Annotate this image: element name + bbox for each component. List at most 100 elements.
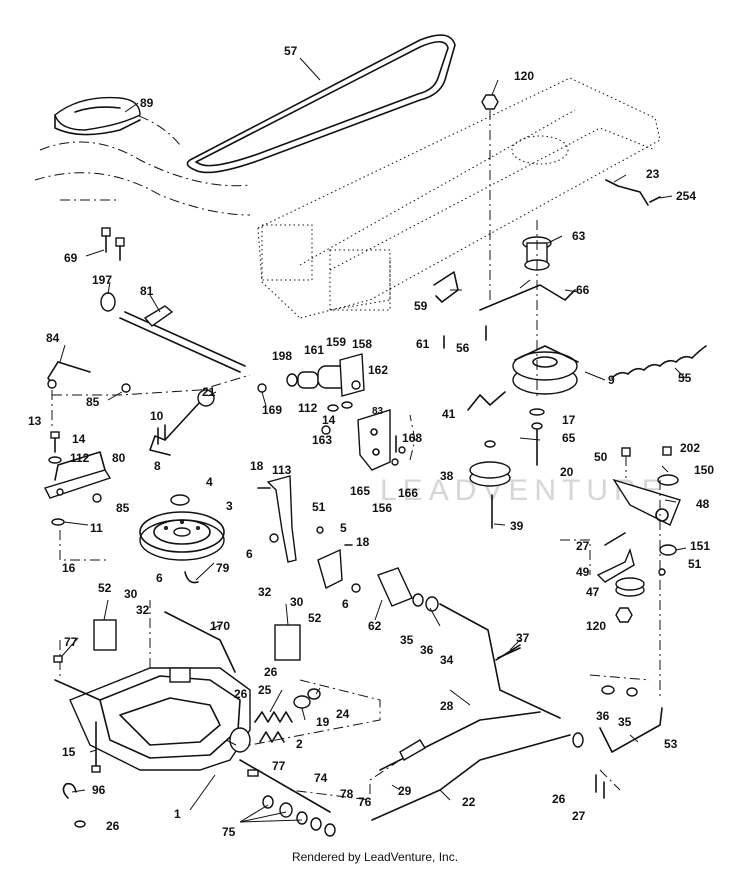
part-18-bolts xyxy=(257,487,353,546)
part-22-rod xyxy=(371,734,571,821)
callout-17: 17 xyxy=(562,413,576,427)
part-59-bracket xyxy=(433,271,459,303)
part-34-rod xyxy=(439,603,561,719)
callout-26: 26 xyxy=(264,665,278,679)
part-50-bolt xyxy=(621,447,631,478)
callout-11: 11 xyxy=(90,521,103,535)
callout-151: 151 xyxy=(690,539,710,553)
callout-51: 51 xyxy=(312,500,326,514)
part-77-keys xyxy=(53,655,259,777)
callout-14: 14 xyxy=(322,413,336,427)
connection-lines xyxy=(52,374,661,801)
part-198-washer xyxy=(286,373,298,387)
callout-202: 202 xyxy=(680,441,700,455)
part-38-pulley xyxy=(469,440,511,487)
part-26-washer-d xyxy=(74,820,86,828)
callout-1: 1 xyxy=(174,807,181,821)
callout-84: 84 xyxy=(46,331,60,345)
callout-56: 56 xyxy=(456,341,470,355)
callout-28: 28 xyxy=(440,699,454,713)
part-49-bracket xyxy=(596,547,635,583)
callout-85: 85 xyxy=(86,395,100,409)
callout-52: 52 xyxy=(308,611,322,625)
callout-47: 47 xyxy=(586,585,600,599)
part-11-washer xyxy=(51,518,65,526)
callout-26: 26 xyxy=(552,792,566,806)
callout-19: 19 xyxy=(316,715,330,729)
part-41-spring xyxy=(467,391,506,411)
callout-65: 65 xyxy=(562,431,576,445)
callout-85: 85 xyxy=(116,501,130,515)
callout-18: 18 xyxy=(250,459,264,473)
part-36-washer-a xyxy=(425,596,439,612)
part-2-spring xyxy=(259,731,285,743)
callout-18: 18 xyxy=(356,535,370,549)
part-17-washer xyxy=(529,408,545,416)
callout-23: 23 xyxy=(646,167,660,181)
part-113-bracket xyxy=(266,475,297,563)
part-47-pulley xyxy=(615,577,645,597)
part-79-ring xyxy=(184,571,199,584)
part-36-washer-b xyxy=(601,685,615,695)
callout-63: 63 xyxy=(572,229,586,243)
callout-51: 51 xyxy=(688,557,702,571)
callout-39: 39 xyxy=(510,519,524,533)
part-81-shift-shaft xyxy=(100,292,246,373)
part-51-nut xyxy=(316,526,324,534)
callout-112: 112 xyxy=(70,451,90,465)
part-27-bolt-a xyxy=(604,532,626,546)
callout-120: 120 xyxy=(514,69,534,83)
callout-labels: 57 120 89 23 254 69 63 197 81 59 66 84 6… xyxy=(28,44,714,839)
callout-2: 2 xyxy=(296,737,303,751)
callout-30: 30 xyxy=(290,595,304,609)
callout-24: 24 xyxy=(336,707,350,721)
callout-30: 30 xyxy=(124,587,138,601)
frame-assembly xyxy=(257,77,661,319)
part-62-sleeve xyxy=(377,567,413,607)
part-202-bolt xyxy=(662,446,672,456)
callout-163: 163 xyxy=(312,433,332,447)
callout-49: 49 xyxy=(576,565,590,579)
part-158-pivot-bracket xyxy=(297,353,365,397)
callout-254: 254 xyxy=(676,189,696,203)
part-254-screw xyxy=(649,196,661,203)
callout-35: 35 xyxy=(618,715,632,729)
callout-55: 55 xyxy=(678,371,692,385)
part-53-rod xyxy=(599,707,663,753)
part-66-idler-arm xyxy=(479,284,576,311)
part-51-nut-b xyxy=(658,568,666,576)
part-8-shift-lever xyxy=(149,401,201,456)
part-35-washer-b xyxy=(626,687,638,697)
callout-5: 5 xyxy=(340,521,347,535)
part-150-bushing xyxy=(657,474,679,486)
leader-lines xyxy=(59,57,687,823)
part-cotter xyxy=(321,425,331,435)
part-120-nut-top xyxy=(481,94,538,400)
callout-69: 69 xyxy=(64,251,78,265)
callout-6: 6 xyxy=(246,547,253,561)
part-9-electric-clutch xyxy=(512,345,579,395)
callout-14: 14 xyxy=(72,432,86,446)
part-28-rod xyxy=(379,711,541,771)
callout-13: 13 xyxy=(28,414,42,428)
part-1-transaxle xyxy=(54,600,331,813)
part-96-clip xyxy=(62,782,77,799)
part-4-key xyxy=(170,494,190,506)
callout-61: 61 xyxy=(416,337,430,351)
callout-57: 57 xyxy=(284,44,298,58)
callout-50: 50 xyxy=(594,450,608,464)
callout-6: 6 xyxy=(342,597,349,611)
part-5-bracket xyxy=(317,548,343,590)
part-19-bushing xyxy=(293,695,311,709)
part-6-nuts xyxy=(269,533,361,593)
part-120-nut-bottom xyxy=(615,607,633,623)
callout-48: 48 xyxy=(696,497,710,511)
callout-113: 113 xyxy=(272,463,292,477)
part-30-bracket-a xyxy=(93,619,117,651)
part-169-clip xyxy=(257,383,267,393)
callout-53: 53 xyxy=(664,737,678,751)
callout-29: 29 xyxy=(398,784,412,798)
callout-20: 20 xyxy=(560,465,574,479)
callout-32: 32 xyxy=(136,603,150,617)
callout-74: 74 xyxy=(314,771,328,785)
